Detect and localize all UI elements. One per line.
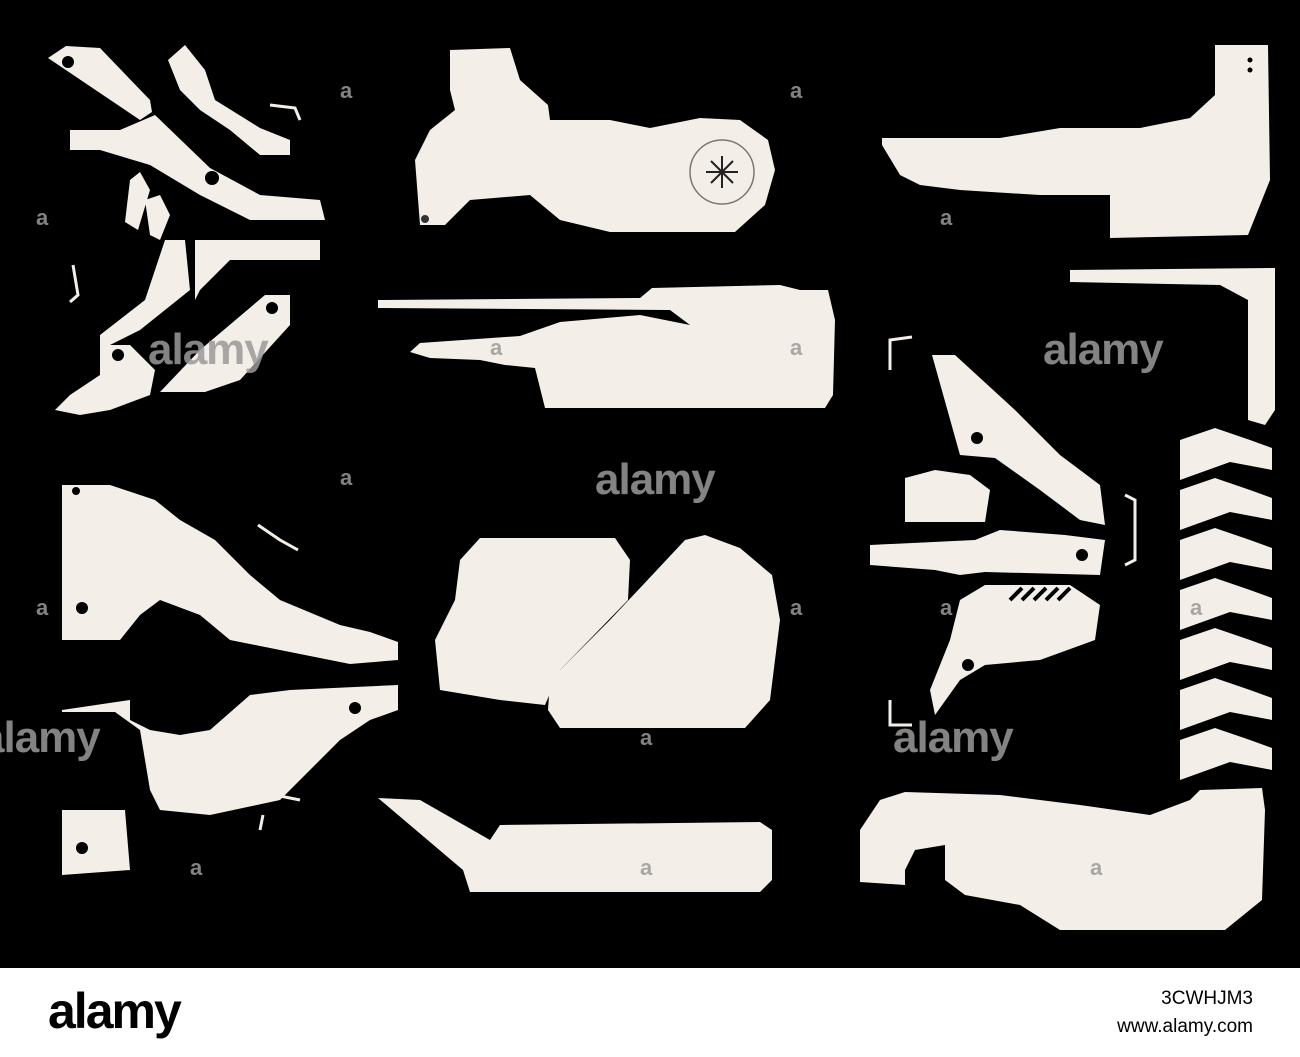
watermark-a-7: a [340, 465, 353, 490]
accent-line-h [1124, 493, 1137, 567]
hud-corner-bracket [1070, 268, 1275, 780]
watermark-alamy-2: alamy [595, 455, 716, 504]
accent-line-f [888, 335, 913, 370]
hud-cluster-top-left [48, 45, 325, 415]
watermark-alamy-3: alamy [1043, 325, 1164, 374]
watermark-alamy-5: alamy [893, 713, 1014, 762]
hud-panel-left-lower [62, 685, 398, 875]
watermark-a-4: a [490, 335, 503, 360]
accent-line-a [269, 103, 302, 121]
hud-panel-center-split [435, 535, 780, 728]
footer-bar [0, 968, 1300, 1057]
accent-line-d [247, 793, 301, 807]
watermark-a-1: a [340, 78, 353, 103]
footer-site-link[interactable]: www.alamy.com [1117, 1016, 1253, 1037]
watermark-a-9: a [36, 595, 49, 620]
watermark-a-3: a [36, 205, 49, 230]
footer-logo[interactable]: alamy [48, 983, 182, 1039]
watermark-a-13: a [640, 855, 653, 880]
accent-line-g [888, 700, 912, 727]
watermark-a-6: a [790, 335, 803, 360]
hud-panel-bottom-center [378, 798, 772, 892]
accent-line-c [257, 523, 299, 552]
watermark-a-10: a [940, 595, 953, 620]
hud-panel-left-middle [62, 485, 398, 664]
watermark-a-12: a [190, 855, 203, 880]
hud-streak-bar [378, 285, 835, 408]
hud-panel-top-center [415, 48, 775, 232]
watermark-a-11: a [640, 725, 653, 750]
watermark-a-5: a [940, 205, 953, 230]
accent-line-e [258, 814, 265, 831]
accent-line-b [69, 264, 80, 304]
watermark-a-14: a [1090, 855, 1103, 880]
footer-image-id: 3CWHJM3 [1161, 988, 1253, 1009]
hud-panel-top-right [882, 45, 1270, 238]
hud-panel-bottom-right [860, 788, 1265, 930]
watermark-a-8: a [790, 595, 803, 620]
hud-cluster-right-middle [870, 355, 1105, 715]
watermark-a-2: a [790, 78, 803, 103]
watermark-alamy-1: alamy [148, 325, 269, 374]
watermark-a-15: a [1190, 595, 1203, 620]
watermark-alamy-4: alamy [0, 713, 101, 762]
